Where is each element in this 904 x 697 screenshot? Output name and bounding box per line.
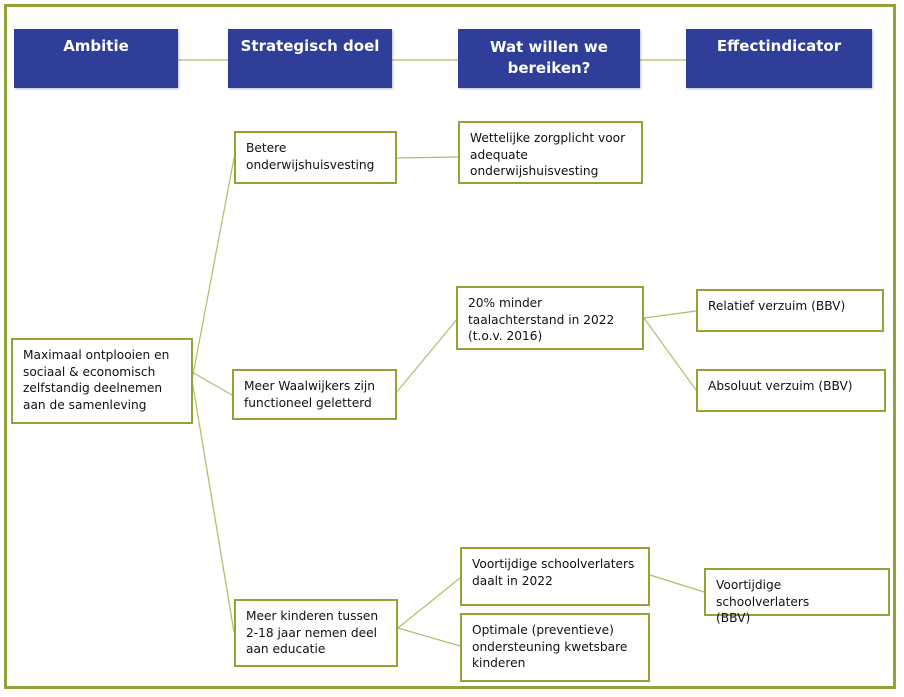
connector-ambition-education: [191, 379, 235, 633]
node-want-schoolverlaters: Voortijdige schoolverlaters daalt in 202…: [460, 547, 650, 606]
connector-education-ondersteuning: [397, 627, 461, 647]
connector-education-schoolverlaters: [397, 577, 461, 629]
diagram-frame: [4, 4, 896, 689]
connector-literate-taal: [395, 317, 459, 394]
header-effectindicator: Effectindicator: [686, 29, 872, 88]
node-ambition: Maximaal ontplooien en sociaal & economi…: [11, 338, 193, 424]
header-wat-willen-we-bereiken: Wat willen we bereiken?: [458, 29, 640, 88]
header-ambitie: Ambitie: [14, 29, 178, 88]
connector-housing-zorgplicht: [395, 156, 459, 159]
header-strategisch-doel: Strategisch doel: [228, 29, 392, 88]
node-want-zorgplicht: Wettelijke zorgplicht voor adequate onde…: [458, 121, 643, 184]
node-goal-housing: Betere onderwijshuisvesting: [234, 131, 397, 184]
connector-schoolverlaters-indicator: [649, 574, 705, 593]
node-want-taal: 20% minder taalachterstand in 2022 (t.o.…: [456, 286, 644, 350]
connector-taal-absoluut: [643, 317, 697, 391]
connector-ambition-literate: [191, 371, 233, 396]
node-indicator-absoluut: Absoluut verzuim (BBV): [696, 369, 886, 412]
node-goal-education: Meer kinderen tussen 2-18 jaar nemen dee…: [234, 599, 398, 667]
node-indicator-schoolverlaters: Voortijdige schoolverlaters (BBV): [704, 568, 890, 625]
connector-taal-relatief: [643, 310, 697, 319]
node-goal-literate: Meer Waalwijkers zijn functioneel gelett…: [232, 369, 397, 420]
node-want-ondersteuning: Optimale (preventieve) ondersteuning kwe…: [460, 613, 650, 682]
connector-ambition-housing: [191, 157, 235, 381]
node-indicator-relatief: Relatief verzuim (BBV): [696, 289, 884, 332]
